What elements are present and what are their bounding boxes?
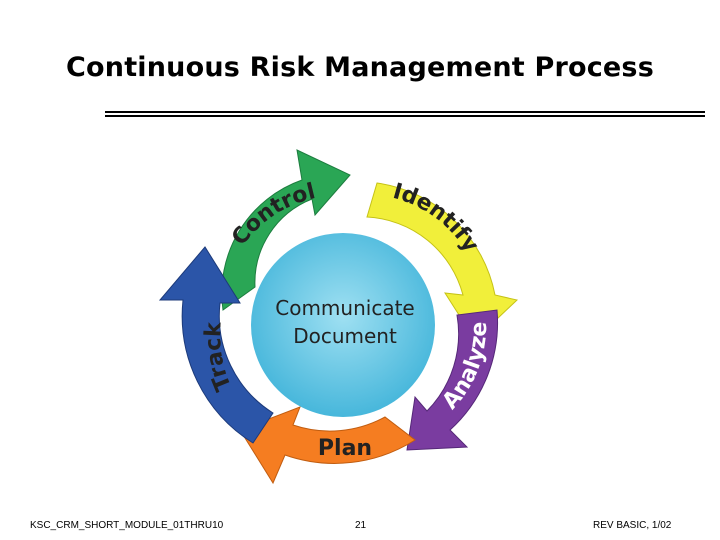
slide-title: Continuous Risk Management Process bbox=[66, 52, 654, 83]
center-label-communicate: Communicate bbox=[275, 296, 414, 320]
control-arrow bbox=[221, 149, 351, 311]
center-circle bbox=[251, 233, 435, 417]
plan-arrow bbox=[239, 406, 416, 485]
footer-page-number: 21 bbox=[355, 520, 367, 531]
analyze-arrow bbox=[406, 309, 499, 451]
control-label-text: Control bbox=[227, 179, 318, 250]
track-arrow bbox=[158, 246, 274, 444]
footer-revision: REV BASIC, 1/02 bbox=[593, 520, 672, 531]
plan-label: Plan bbox=[318, 436, 372, 461]
control-label: Control bbox=[227, 179, 318, 250]
center-label-document: Document bbox=[293, 324, 397, 348]
title-rule-bottom bbox=[105, 115, 705, 117]
footer-module-id: KSC_CRM_SHORT_MODULE_01THRU10 bbox=[30, 520, 224, 531]
title-rule-top bbox=[105, 111, 705, 113]
risk-cycle-diagram: Control Identify Analyze Track Plan Comm… bbox=[158, 149, 519, 485]
